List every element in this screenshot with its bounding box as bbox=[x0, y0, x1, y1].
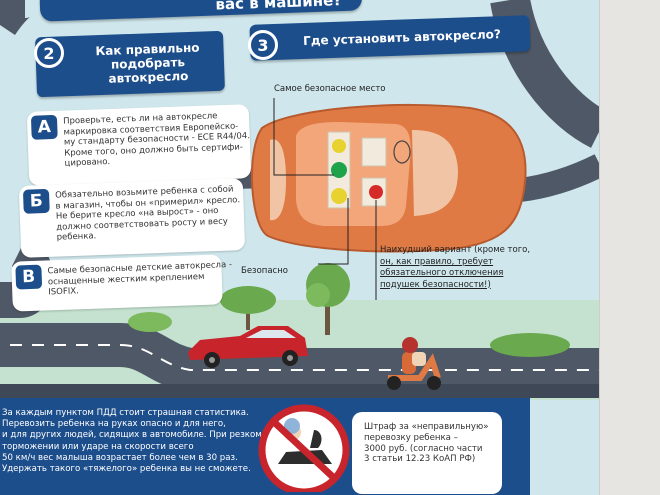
scooter-rider-icon bbox=[387, 337, 441, 390]
statistics-line: Перевозить ребенка на руках опасно и для… bbox=[2, 419, 226, 430]
worst-line: обязательного отключения bbox=[380, 268, 504, 278]
fine-line: 3000 руб. (согласно части bbox=[364, 443, 483, 454]
road-right bbox=[518, 154, 600, 202]
worst-line: Наихудший вариант (кроме того, bbox=[380, 245, 531, 255]
tree-foliage bbox=[306, 283, 330, 307]
statistics-text: За каждым пунктом ПДД стоит страшная ста… bbox=[2, 408, 262, 475]
red-car-icon bbox=[188, 326, 308, 368]
seat-marker-yellow bbox=[332, 139, 346, 153]
seat-marker-yellow bbox=[331, 188, 347, 204]
wall bbox=[599, 0, 660, 495]
road-edge bbox=[0, 384, 600, 398]
statistics-line: торможении или ударе на скорости всего bbox=[2, 441, 194, 452]
road-marking bbox=[10, 344, 600, 371]
fine-card: Штраф за «неправильную» перевозку ребенк… bbox=[352, 412, 502, 494]
worst-variant-label: Наихудший вариант (кроме того, он, как п… bbox=[380, 245, 530, 291]
pointer-line-safest bbox=[273, 98, 334, 176]
car-seat-diagram bbox=[250, 98, 527, 300]
road-top-left bbox=[0, 0, 32, 36]
poster: вас в машине? Как правильно подобрать ав… bbox=[0, 0, 600, 495]
statistics-line: 50 км/ч вес малыша возрастает более чем … bbox=[2, 452, 238, 463]
bush bbox=[220, 286, 276, 314]
seat-marker-green bbox=[331, 162, 347, 178]
worst-line: он, как правило, требует bbox=[380, 256, 494, 267]
safe-label: Безопасно bbox=[241, 266, 288, 276]
fine-line: перевозку ребенка – bbox=[364, 432, 458, 443]
statistics-line: За каждым пунктом ПДД стоит страшная ста… bbox=[2, 408, 249, 418]
seat-marker-red bbox=[369, 185, 383, 199]
safest-place-label: Самое безопасное место bbox=[274, 84, 386, 94]
car-top-view-icon bbox=[250, 103, 527, 253]
tree-trunk-2 bbox=[325, 290, 330, 335]
step3-number-badge: 3 bbox=[248, 30, 278, 60]
fine-line: Штраф за «неправильную» bbox=[364, 422, 489, 432]
step2-number-badge: 2 bbox=[34, 38, 64, 68]
worst-line: подушек безопасности!) bbox=[380, 279, 491, 290]
bush-right bbox=[490, 333, 570, 357]
pointer-line-safe bbox=[318, 198, 349, 265]
statistics-line: Удержать такого «тяжелого» ребенка вы не… bbox=[2, 464, 251, 475]
fine-line: 3 статьи 12.23 КоАП РФ) bbox=[364, 454, 476, 465]
steering-wheel bbox=[393, 140, 411, 164]
front-seat bbox=[361, 137, 387, 167]
no-holding-child-sign-icon bbox=[258, 404, 350, 492]
bush-left bbox=[128, 312, 172, 332]
statistics-line: и для других людей, сидящих в автомобиле… bbox=[2, 430, 262, 441]
